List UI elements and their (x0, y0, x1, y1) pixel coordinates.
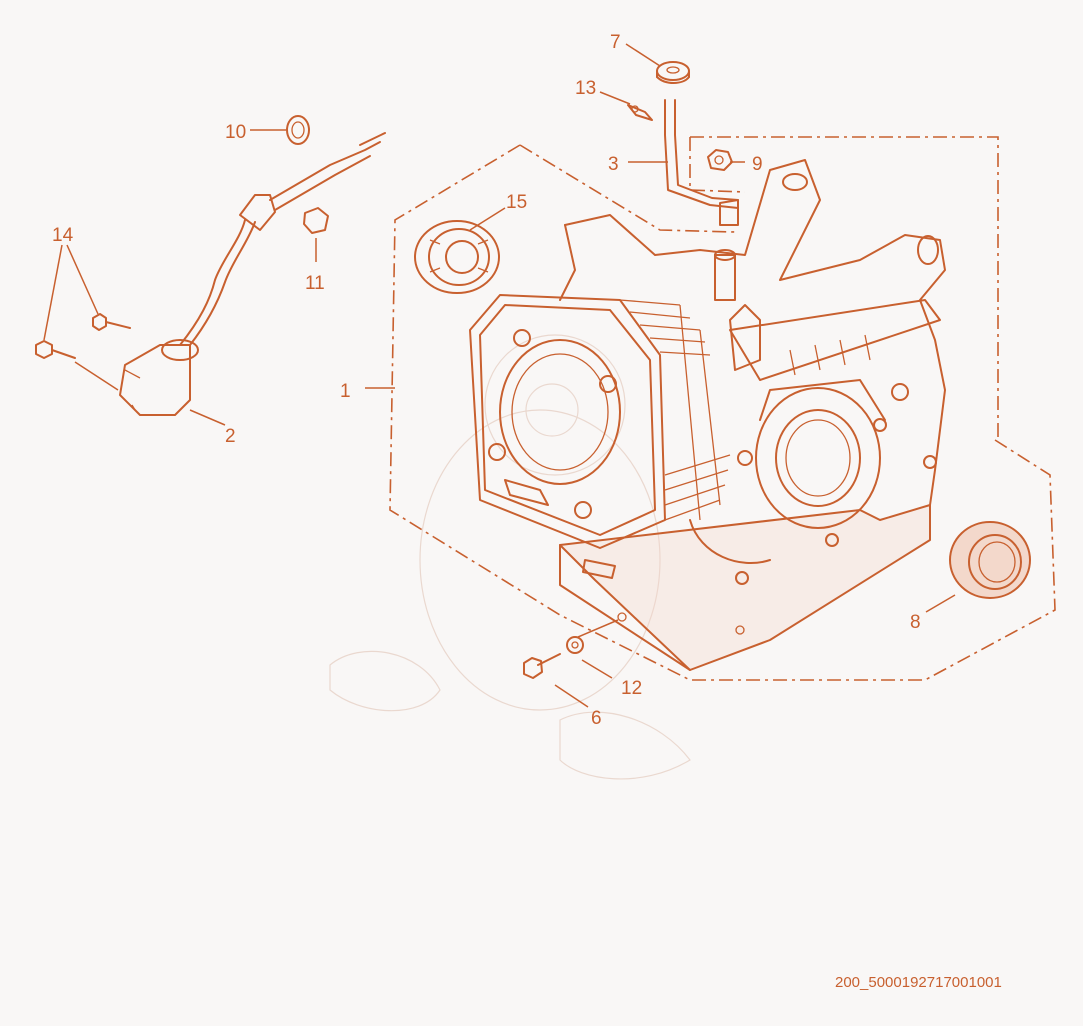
callouts: 1 2 3 6 7 8 9 10 11 12 13 14 15 (52, 32, 921, 729)
callout-3: 3 (608, 154, 619, 175)
clip-13 (627, 104, 653, 121)
callout-13: 13 (575, 78, 596, 99)
callout-12: 12 (621, 678, 642, 699)
callout-11: 11 (305, 273, 325, 294)
washer-7 (656, 61, 690, 84)
grommet-10 (286, 115, 310, 145)
callout-9: 9 (752, 154, 763, 175)
crankcase-assembly-outline (389, 144, 1056, 681)
callout-1: 1 (340, 381, 351, 402)
crankcase-drawing (469, 159, 946, 671)
bolt-6 (523, 653, 561, 679)
oil-sensor-2 (119, 132, 386, 416)
oil-seal-8 (949, 521, 1031, 599)
ear-outline (689, 137, 746, 193)
breather-inner-outline (519, 144, 736, 233)
image-reference-id: 200_5000192717001001 (835, 974, 1002, 991)
bolt-14a (92, 313, 131, 331)
leader-lines (43, 43, 956, 708)
callout-14: 14 (52, 225, 74, 246)
callout-7: 7 (610, 32, 621, 53)
bearing-15 (414, 220, 500, 294)
callout-2: 2 (225, 426, 236, 447)
watermark-mascot (329, 334, 691, 780)
washer-12 (566, 636, 584, 654)
callout-15: 15 (506, 192, 527, 213)
callout-8: 8 (910, 612, 921, 633)
bolt-14b (35, 340, 119, 391)
nut-9 (707, 149, 733, 171)
breather-pipe-3 (664, 99, 739, 226)
callout-10: 10 (225, 122, 246, 143)
callout-6: 6 (591, 708, 602, 729)
breather-assembly-outline (690, 136, 999, 440)
clamp-11 (303, 207, 329, 234)
